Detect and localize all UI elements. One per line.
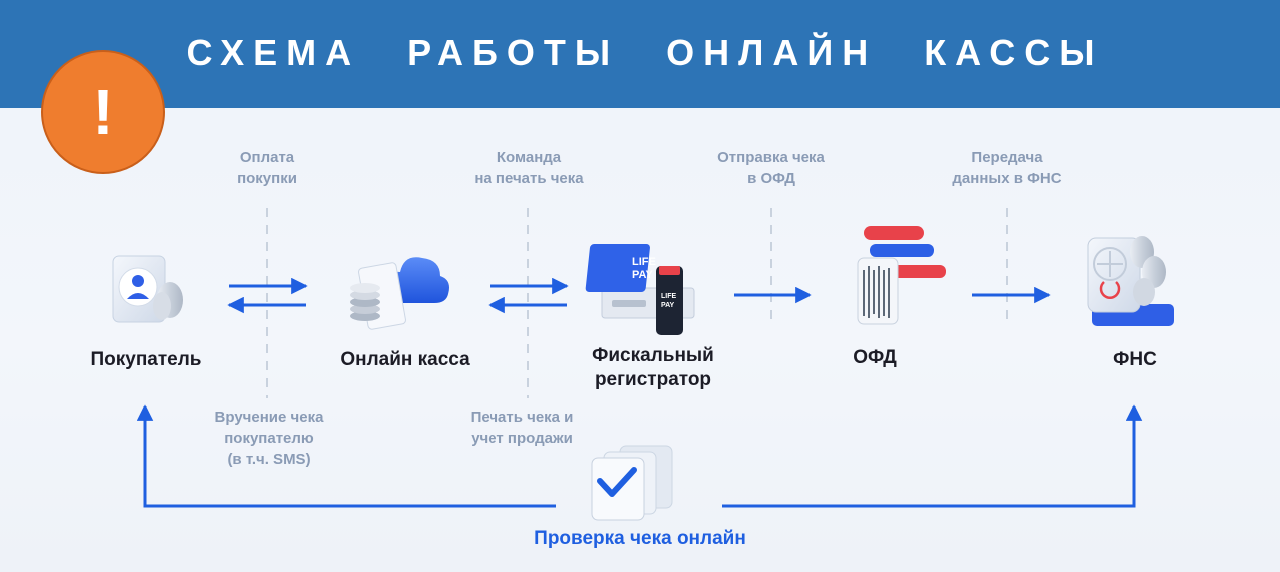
step-send-ofd-label: Отправка чека в ОФД	[717, 149, 825, 187]
verify-label: Проверка чека онлайн	[534, 528, 746, 549]
alert-badge: !	[41, 50, 165, 174]
node-buyer-label: Покупатель	[90, 349, 202, 370]
node-fiscal-label: Фискальный регистратор	[592, 345, 714, 390]
node-online-kassa-label: Онлайн касса	[340, 349, 470, 370]
arrow-verify-to-fns	[722, 404, 1143, 508]
header-banner	[0, 0, 1280, 108]
node-fns-label: ФНС	[1113, 349, 1157, 370]
fns-icon	[1087, 236, 1174, 326]
ofd-icon	[857, 226, 946, 325]
fiscal-register-icon: LIFE PAY LIFE PAY	[585, 244, 695, 335]
step-transfer-fns-label: Передача данных в ФНС	[952, 149, 1062, 187]
check-receipt-icon	[591, 445, 673, 521]
node-ofd-label: ОФД	[853, 347, 897, 368]
device-brand-bottom: PAY	[632, 269, 653, 281]
device-brand-top: LIFE	[632, 256, 656, 268]
terminal-brand-bottom: PAY	[661, 302, 675, 309]
step-print-sale-label: Печать чека и учет продажи	[470, 409, 574, 447]
step-delivery-label: Вручение чека покупателю (в т.ч. SMS)	[214, 409, 324, 468]
page-title: СХЕМА РАБОТЫ ОНЛАЙН КАССЫ	[186, 32, 1104, 73]
exclamation-icon: !	[92, 76, 114, 148]
cloud-coins-icon	[350, 257, 449, 330]
step-payment-label: Оплата покупки	[237, 149, 297, 187]
arrow-verify-to-buyer	[136, 404, 556, 508]
terminal-brand-top: LIFE	[661, 293, 676, 300]
step-print-command-label: Команда на печать чека	[474, 149, 584, 187]
buyer-icon	[112, 255, 183, 323]
